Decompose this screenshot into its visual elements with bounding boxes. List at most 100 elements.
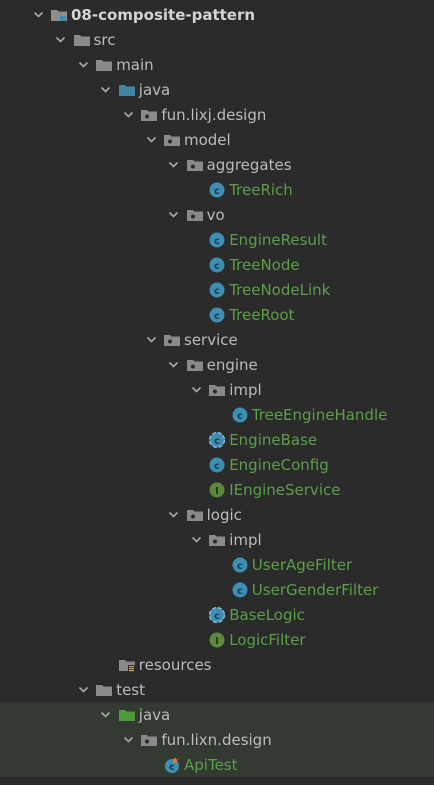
tree-item-label: resources bbox=[138, 655, 212, 674]
tree-row[interactable]: vo bbox=[0, 202, 434, 227]
tree-row[interactable]: 08-composite-pattern bbox=[0, 2, 434, 27]
svg-text:c: c bbox=[214, 286, 220, 297]
chevron-down-icon[interactable] bbox=[53, 27, 69, 52]
chevron-down-icon[interactable] bbox=[143, 127, 159, 152]
package-icon bbox=[140, 727, 158, 752]
class-icon: c bbox=[208, 177, 226, 202]
tree-item-label: TreeRoot bbox=[229, 305, 295, 324]
test-class-icon: c bbox=[163, 752, 181, 777]
tree-item-label: fun.lixn.design bbox=[161, 730, 272, 749]
tree-item-label: engine bbox=[206, 355, 258, 374]
svg-text:I: I bbox=[215, 486, 219, 497]
tree-item-label: TreeNodeLink bbox=[229, 280, 331, 299]
svg-text:c: c bbox=[169, 762, 175, 773]
arrow-placeholder bbox=[188, 452, 204, 477]
package-icon bbox=[140, 102, 158, 127]
chevron-down-icon[interactable] bbox=[120, 727, 136, 752]
svg-text:c: c bbox=[237, 586, 243, 597]
package-icon bbox=[186, 502, 204, 527]
tree-item-label: LogicFilter bbox=[229, 630, 306, 649]
tree-row[interactable]: test bbox=[0, 677, 434, 702]
tree-item-label: IEngineService bbox=[229, 480, 341, 499]
chevron-down-icon[interactable] bbox=[75, 52, 91, 77]
tree-item-label: impl bbox=[229, 380, 262, 399]
tree-item-label: UserAgeFilter bbox=[251, 555, 353, 574]
tree-item-label: java bbox=[138, 705, 171, 724]
tree-row[interactable]: c TreeNodeLink bbox=[0, 277, 434, 302]
folder-icon bbox=[73, 27, 91, 52]
chevron-down-icon[interactable] bbox=[166, 202, 182, 227]
tree-row[interactable]: fun.lixn.design bbox=[0, 727, 434, 752]
chevron-down-icon[interactable] bbox=[166, 502, 182, 527]
svg-text:I: I bbox=[215, 636, 219, 647]
tree-row[interactable]: I LogicFilter bbox=[0, 627, 434, 652]
tree-item-label: 08-composite-pattern bbox=[71, 5, 256, 24]
arrow-placeholder bbox=[188, 227, 204, 252]
arrow-placeholder bbox=[188, 427, 204, 452]
tree-row[interactable]: aggregates bbox=[0, 152, 434, 177]
tree-row[interactable]: I IEngineService bbox=[0, 477, 434, 502]
chevron-down-icon[interactable] bbox=[188, 527, 204, 552]
chevron-down-icon[interactable] bbox=[30, 2, 46, 27]
tree-row[interactable]: model bbox=[0, 127, 434, 152]
chevron-down-icon[interactable] bbox=[98, 77, 114, 102]
interface-icon: I bbox=[208, 627, 226, 652]
tree-item-label: main bbox=[116, 55, 154, 74]
chevron-down-icon[interactable] bbox=[120, 102, 136, 127]
tree-row[interactable]: main bbox=[0, 52, 434, 77]
package-icon bbox=[186, 152, 204, 177]
arrow-placeholder bbox=[188, 627, 204, 652]
tree-item-label: model bbox=[184, 130, 231, 149]
arrow-placeholder bbox=[211, 577, 227, 602]
chevron-down-icon[interactable] bbox=[166, 152, 182, 177]
folder-icon bbox=[95, 52, 113, 77]
chevron-down-icon[interactable] bbox=[75, 677, 91, 702]
package-icon bbox=[208, 527, 226, 552]
arrow-placeholder bbox=[211, 552, 227, 577]
tree-item-label: fun.lixj.design bbox=[161, 105, 267, 124]
tree-item-label: TreeRich bbox=[229, 180, 293, 199]
tree-row[interactable]: resources bbox=[0, 652, 434, 677]
chevron-down-icon[interactable] bbox=[98, 702, 114, 727]
resources-folder-icon bbox=[118, 652, 136, 677]
tree-item-label: logic bbox=[206, 505, 242, 524]
tree-row[interactable]: src bbox=[0, 27, 434, 52]
package-icon bbox=[208, 377, 226, 402]
chevron-down-icon[interactable] bbox=[166, 352, 182, 377]
interface-icon: I bbox=[208, 477, 226, 502]
tree-row[interactable]: fun.lixj.design bbox=[0, 102, 434, 127]
chevron-down-icon[interactable] bbox=[188, 377, 204, 402]
svg-text:c: c bbox=[214, 611, 220, 622]
test-folder-icon bbox=[118, 702, 136, 727]
tree-row[interactable]: service bbox=[0, 327, 434, 352]
tree-row[interactable]: java bbox=[0, 702, 434, 727]
arrow-placeholder bbox=[188, 277, 204, 302]
chevron-down-icon[interactable] bbox=[143, 327, 159, 352]
tree-row[interactable]: logic bbox=[0, 502, 434, 527]
tree-row[interactable]: impl bbox=[0, 527, 434, 552]
svg-text:c: c bbox=[237, 411, 243, 422]
class-icon: c bbox=[231, 402, 249, 427]
package-icon bbox=[163, 127, 181, 152]
arrow-placeholder bbox=[211, 402, 227, 427]
tree-row[interactable]: java bbox=[0, 77, 434, 102]
tree-item-label: java bbox=[138, 80, 171, 99]
class-icon: c bbox=[208, 252, 226, 277]
folder-icon bbox=[95, 677, 113, 702]
class-icon: c bbox=[208, 227, 226, 252]
tree-row[interactable]: engine bbox=[0, 352, 434, 377]
tree-row[interactable]: impl bbox=[0, 377, 434, 402]
bottom-edge bbox=[0, 778, 434, 785]
